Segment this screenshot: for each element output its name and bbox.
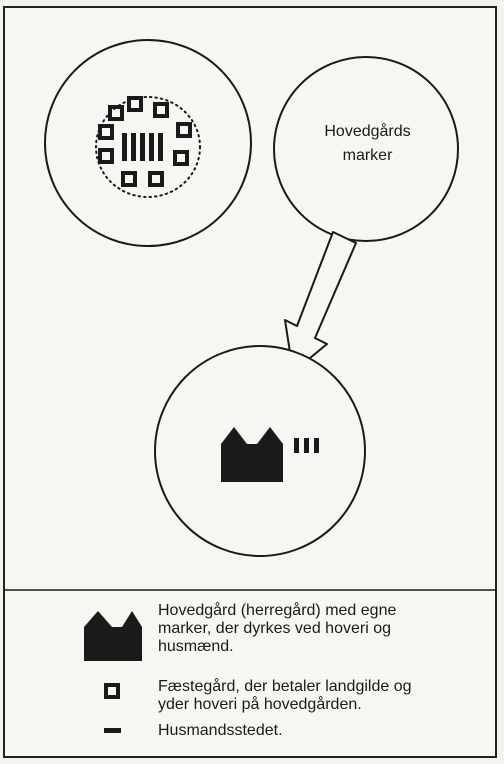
legend-tenant-farm-text-1: Fæstegård, der betaler landgilde og — [158, 678, 412, 695]
manor-cottager-bars — [294, 438, 319, 453]
legend-item-tenant-farm: Fæstegård, der betaler landgilde og yder… — [158, 678, 488, 714]
manor-house-icon — [221, 427, 283, 482]
manor-fields-circle — [273, 56, 459, 242]
flow-arrow — [284, 231, 357, 373]
manor-fields-label: Hovedgårds marker — [290, 120, 445, 168]
legend-cottager-text: Husmandsstedet. — [158, 722, 283, 739]
legend-cottager-icon — [104, 728, 121, 733]
village-circle — [44, 39, 252, 247]
legend-tenant-farm-text-2: yder hoveri på hovedgården. — [158, 696, 362, 713]
legend-item-cottager: Husmandsstedet. — [158, 722, 488, 740]
village-boundary-dotted — [95, 96, 201, 198]
legend-manor-text-3: husmænd. — [158, 638, 234, 655]
manor-fields-label-line-2: marker — [342, 147, 393, 164]
cottager-bars — [122, 133, 163, 161]
legend-manor-text-2: marker, der dyrkes ved hoveri og — [158, 620, 391, 637]
tenant-farm-squares — [98, 96, 192, 187]
legend-tenant-farm-icon — [104, 683, 120, 699]
legend-manor-icon — [84, 611, 142, 661]
manor-fields-label-line-1: Hovedgårds — [324, 123, 411, 140]
legend-manor-text-1: Hovedgård (herregård) med egne — [158, 602, 397, 619]
legend-item-manor: Hovedgård (herregård) med egne marker, d… — [158, 602, 488, 656]
